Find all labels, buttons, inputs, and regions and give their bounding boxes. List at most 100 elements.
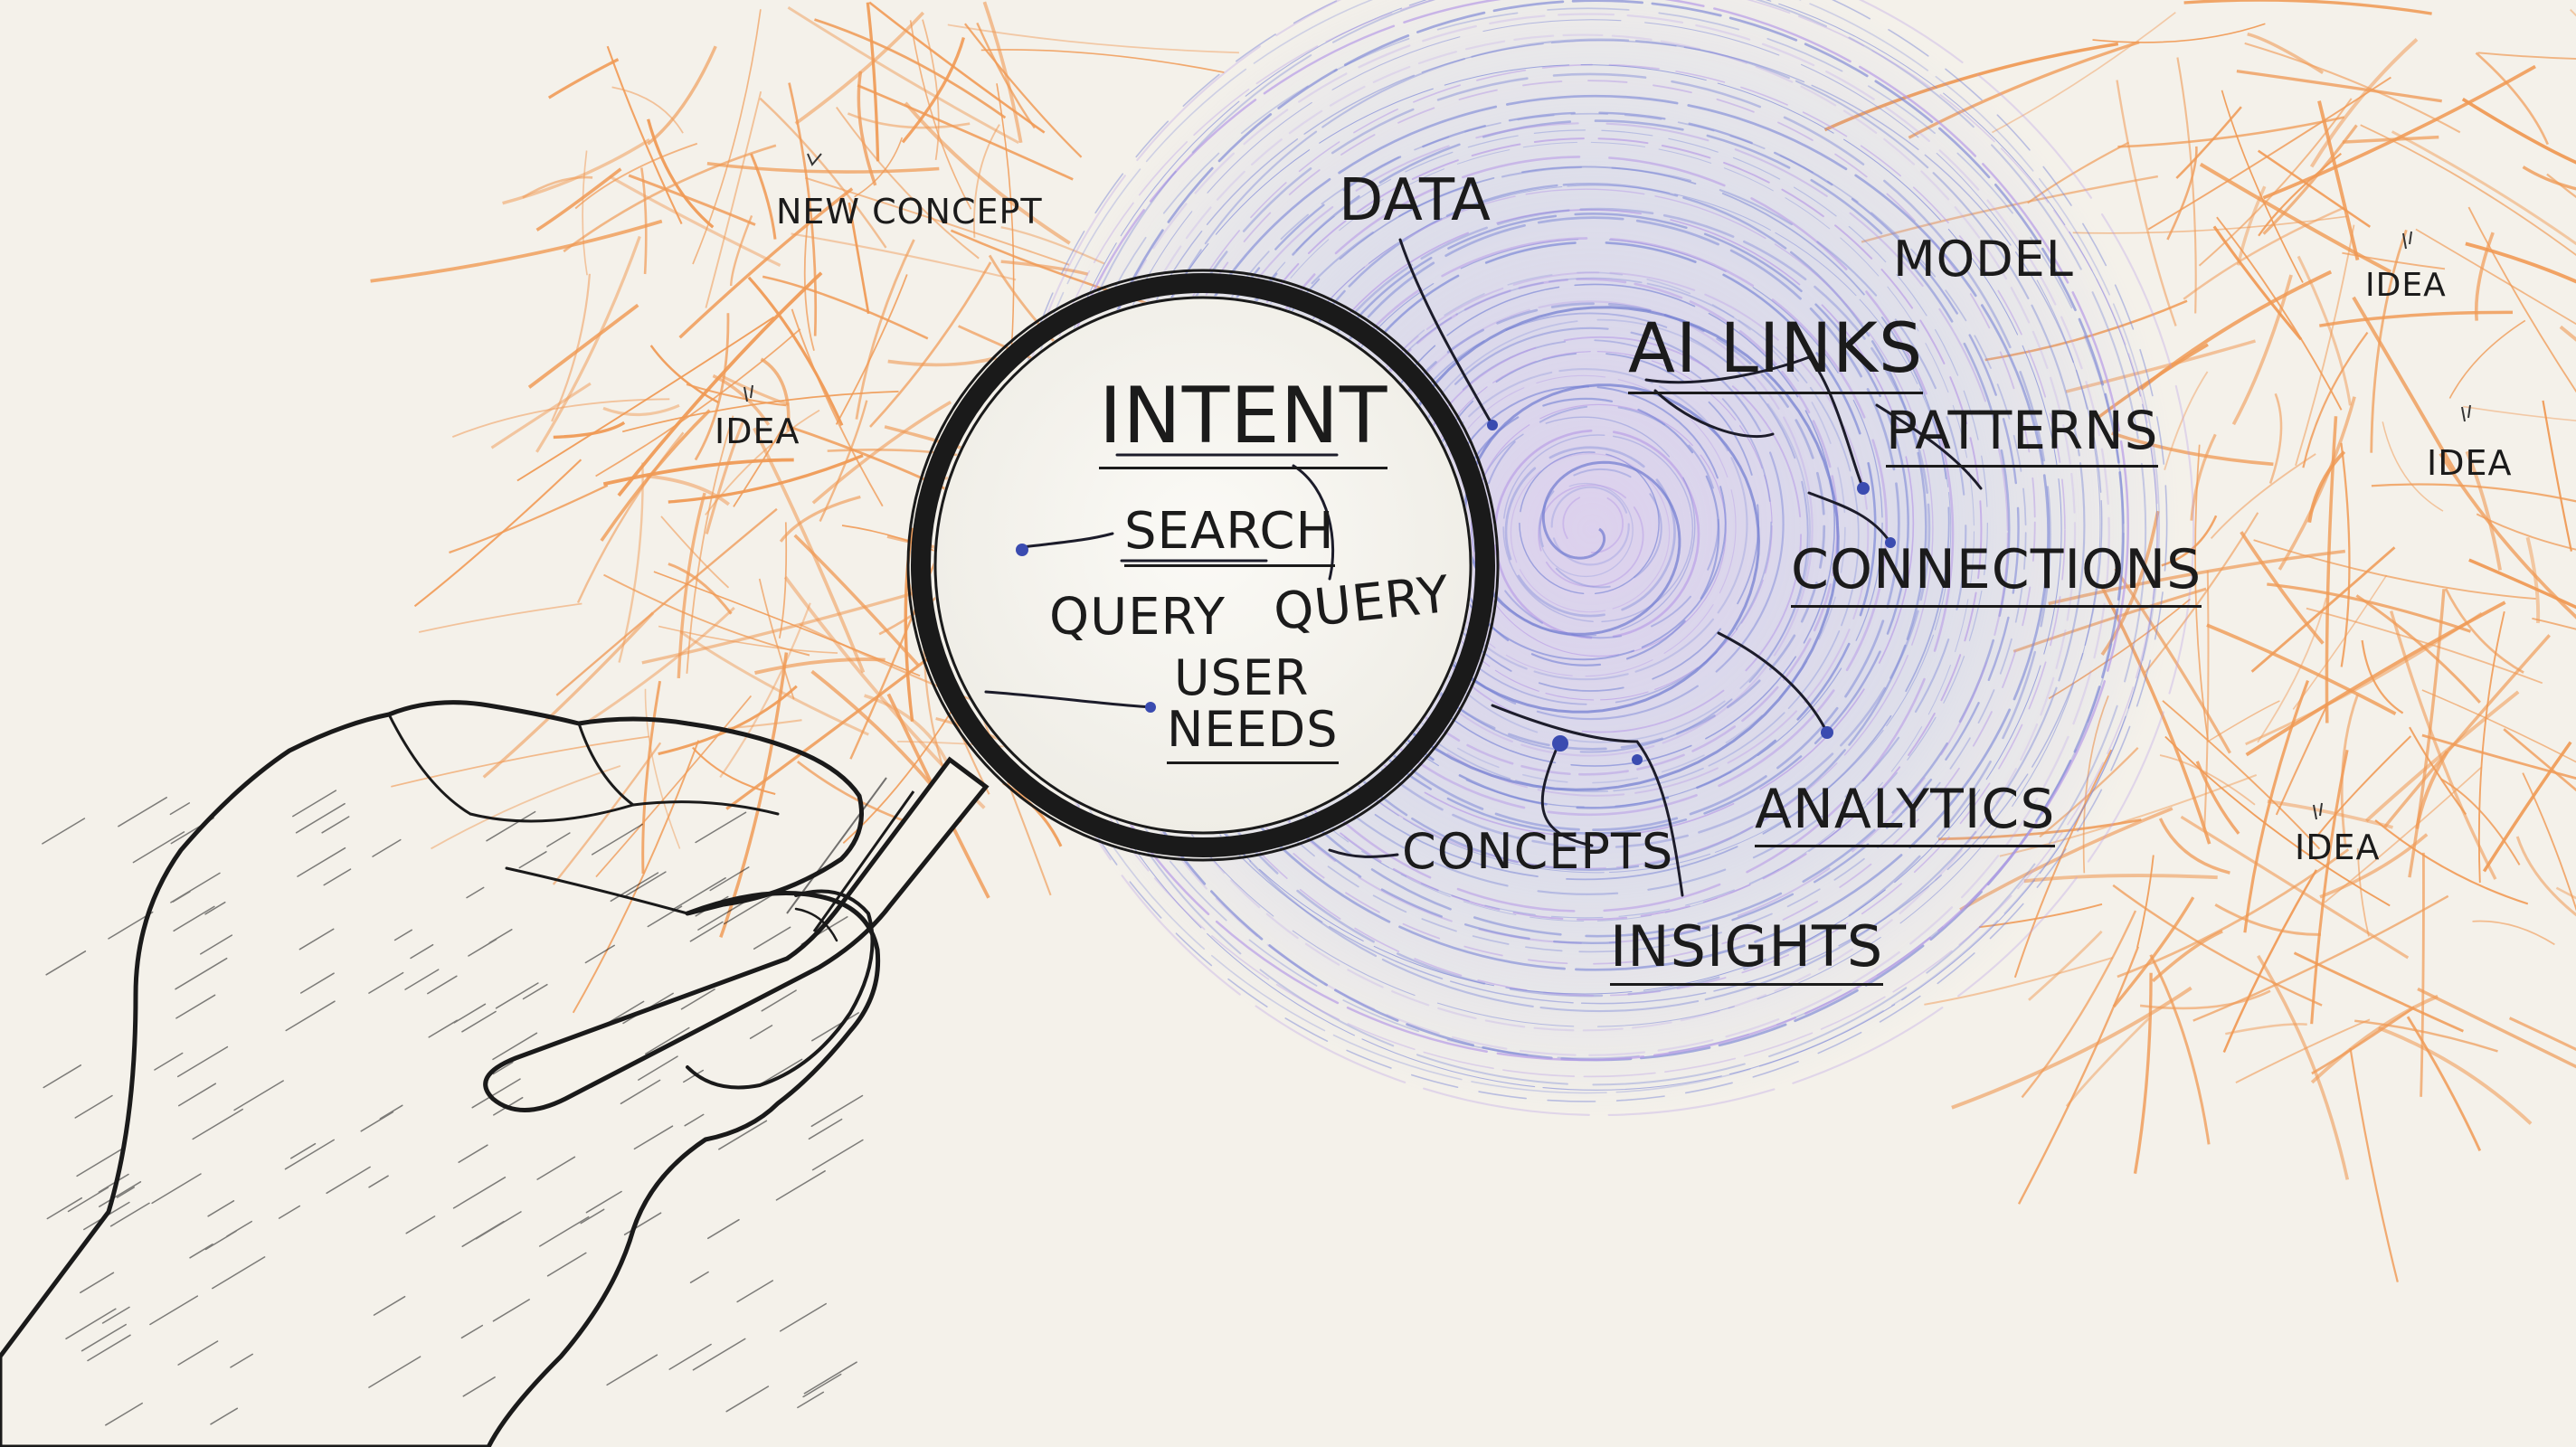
hatch-stroke (321, 816, 350, 834)
sketch-stroke (705, 90, 762, 308)
sketch-stroke (2176, 57, 2197, 314)
sketch-stroke (668, 454, 864, 504)
swirl-ring (1502, 434, 1694, 623)
sketch-stroke (725, 656, 932, 810)
hatch-stroke (538, 1215, 590, 1247)
sketch-stroke (2225, 1023, 2307, 1036)
hatch-stroke (285, 1000, 336, 1032)
hatch-stroke (606, 1354, 658, 1386)
hatch-stroke (591, 823, 643, 856)
hatch-stroke (584, 944, 615, 964)
label-patterns: PATTERNS (1886, 400, 2159, 468)
hatch-stroke (493, 1096, 524, 1116)
sketch-stroke (2389, 610, 2497, 880)
hatch-stroke (99, 1181, 142, 1207)
hatch-stroke (623, 1212, 662, 1235)
hatch-stroke (149, 1295, 199, 1326)
sketch-stroke (760, 357, 791, 431)
sketch-stroke (2448, 319, 2526, 399)
sketch-stroke (2361, 639, 2404, 714)
hatch-stroke (210, 1407, 239, 1425)
sketch-stroke (2302, 331, 2369, 468)
sketch-stroke (2159, 754, 2256, 806)
hatch-stroke (173, 905, 215, 932)
sketch-stroke (2151, 930, 2223, 983)
sketch-stroke (1924, 956, 2113, 1006)
sketch-stroke (649, 345, 719, 404)
label-connections: CONNECTIONS (1791, 538, 2202, 608)
sketch-stroke (522, 175, 593, 199)
hatch-stroke (689, 1271, 709, 1283)
sketch-stroke (2190, 433, 2217, 521)
sketch-stroke (2180, 815, 2410, 960)
hatch-stroke (689, 921, 724, 942)
hatch-stroke (132, 831, 185, 864)
label-ai-links: AI LINKS (1628, 307, 1924, 394)
sketch-stroke (2021, 910, 2137, 1099)
sketch-stroke (747, 276, 844, 426)
sketch-stroke (909, 20, 972, 210)
sketch-stroke (2355, 594, 2481, 704)
label-search: SEARCH (1124, 502, 1335, 567)
hatch-stroke (326, 1166, 371, 1195)
sketch-stroke (647, 45, 717, 146)
sketch-stroke (502, 138, 651, 205)
label-user: USER (1174, 649, 1310, 706)
sketch-stroke (2166, 146, 2198, 241)
sketch-stroke (2293, 951, 2464, 1033)
label-data: DATA (1339, 167, 1492, 234)
label-concepts: CONCEPTS (1402, 823, 1674, 880)
hatch-stroke (108, 911, 154, 940)
hatch-stroke (43, 1064, 82, 1089)
sketch-stroke (1951, 986, 2192, 1110)
hatch-stroke (486, 810, 536, 842)
sketch-stroke (2116, 80, 2177, 326)
hatch-stroke (695, 811, 747, 844)
sketch-stroke (2370, 229, 2408, 453)
sketch-stroke (2243, 680, 2309, 933)
sketch-stroke (2383, 634, 2551, 828)
sketch-stroke (418, 602, 582, 633)
sketch-stroke (2461, 98, 2576, 165)
sketch-stroke (482, 611, 655, 779)
sketch-stroke (2206, 700, 2280, 743)
sketch-stroke (535, 167, 622, 232)
sketch-stroke (996, 83, 1015, 366)
hatch-stroke (175, 994, 216, 1019)
sketch-stroke (2236, 69, 2442, 103)
sketch-stroke (791, 232, 1017, 281)
sketch-stroke (2378, 1026, 2533, 1125)
idea-marks (743, 153, 2471, 820)
hatch-stroke (169, 802, 191, 816)
sketch-stroke (555, 507, 778, 696)
hatch-stroke (779, 1302, 827, 1332)
sketch-stroke (2356, 848, 2370, 937)
sketch-stroke (730, 214, 753, 287)
hatch-stroke (74, 1094, 113, 1119)
sketch-stroke (2158, 818, 2230, 875)
sketch-stroke (694, 313, 730, 461)
sketch-stroke (2183, 0, 2432, 15)
hatch-stroke (323, 868, 352, 886)
swirl-ring (1493, 429, 1700, 639)
hatch-stroke (596, 1000, 645, 1030)
sketch-stroke (2072, 215, 2348, 234)
sketch-stroke (2317, 735, 2411, 836)
hatch-stroke (230, 1353, 253, 1368)
sketch-stroke (779, 495, 861, 543)
sketch-stroke (2231, 274, 2293, 426)
hatch-stroke (65, 1308, 117, 1340)
sketch-stroke (2444, 588, 2524, 674)
hatch-stroke (492, 1299, 530, 1322)
sketch-stroke (2525, 536, 2541, 624)
hatch-stroke (177, 1340, 219, 1366)
hatch-stroke (76, 1146, 126, 1177)
sketch-stroke (2522, 166, 2576, 191)
sketch-stroke (2112, 896, 2195, 1008)
swirl-ring (1539, 468, 1662, 589)
hatch-stroke (101, 1306, 130, 1324)
sketch-stroke (2278, 396, 2356, 571)
sketch-stroke (2420, 852, 2425, 1097)
sketch-stroke (2570, 8, 2576, 17)
hatch-stroke (633, 1125, 674, 1150)
